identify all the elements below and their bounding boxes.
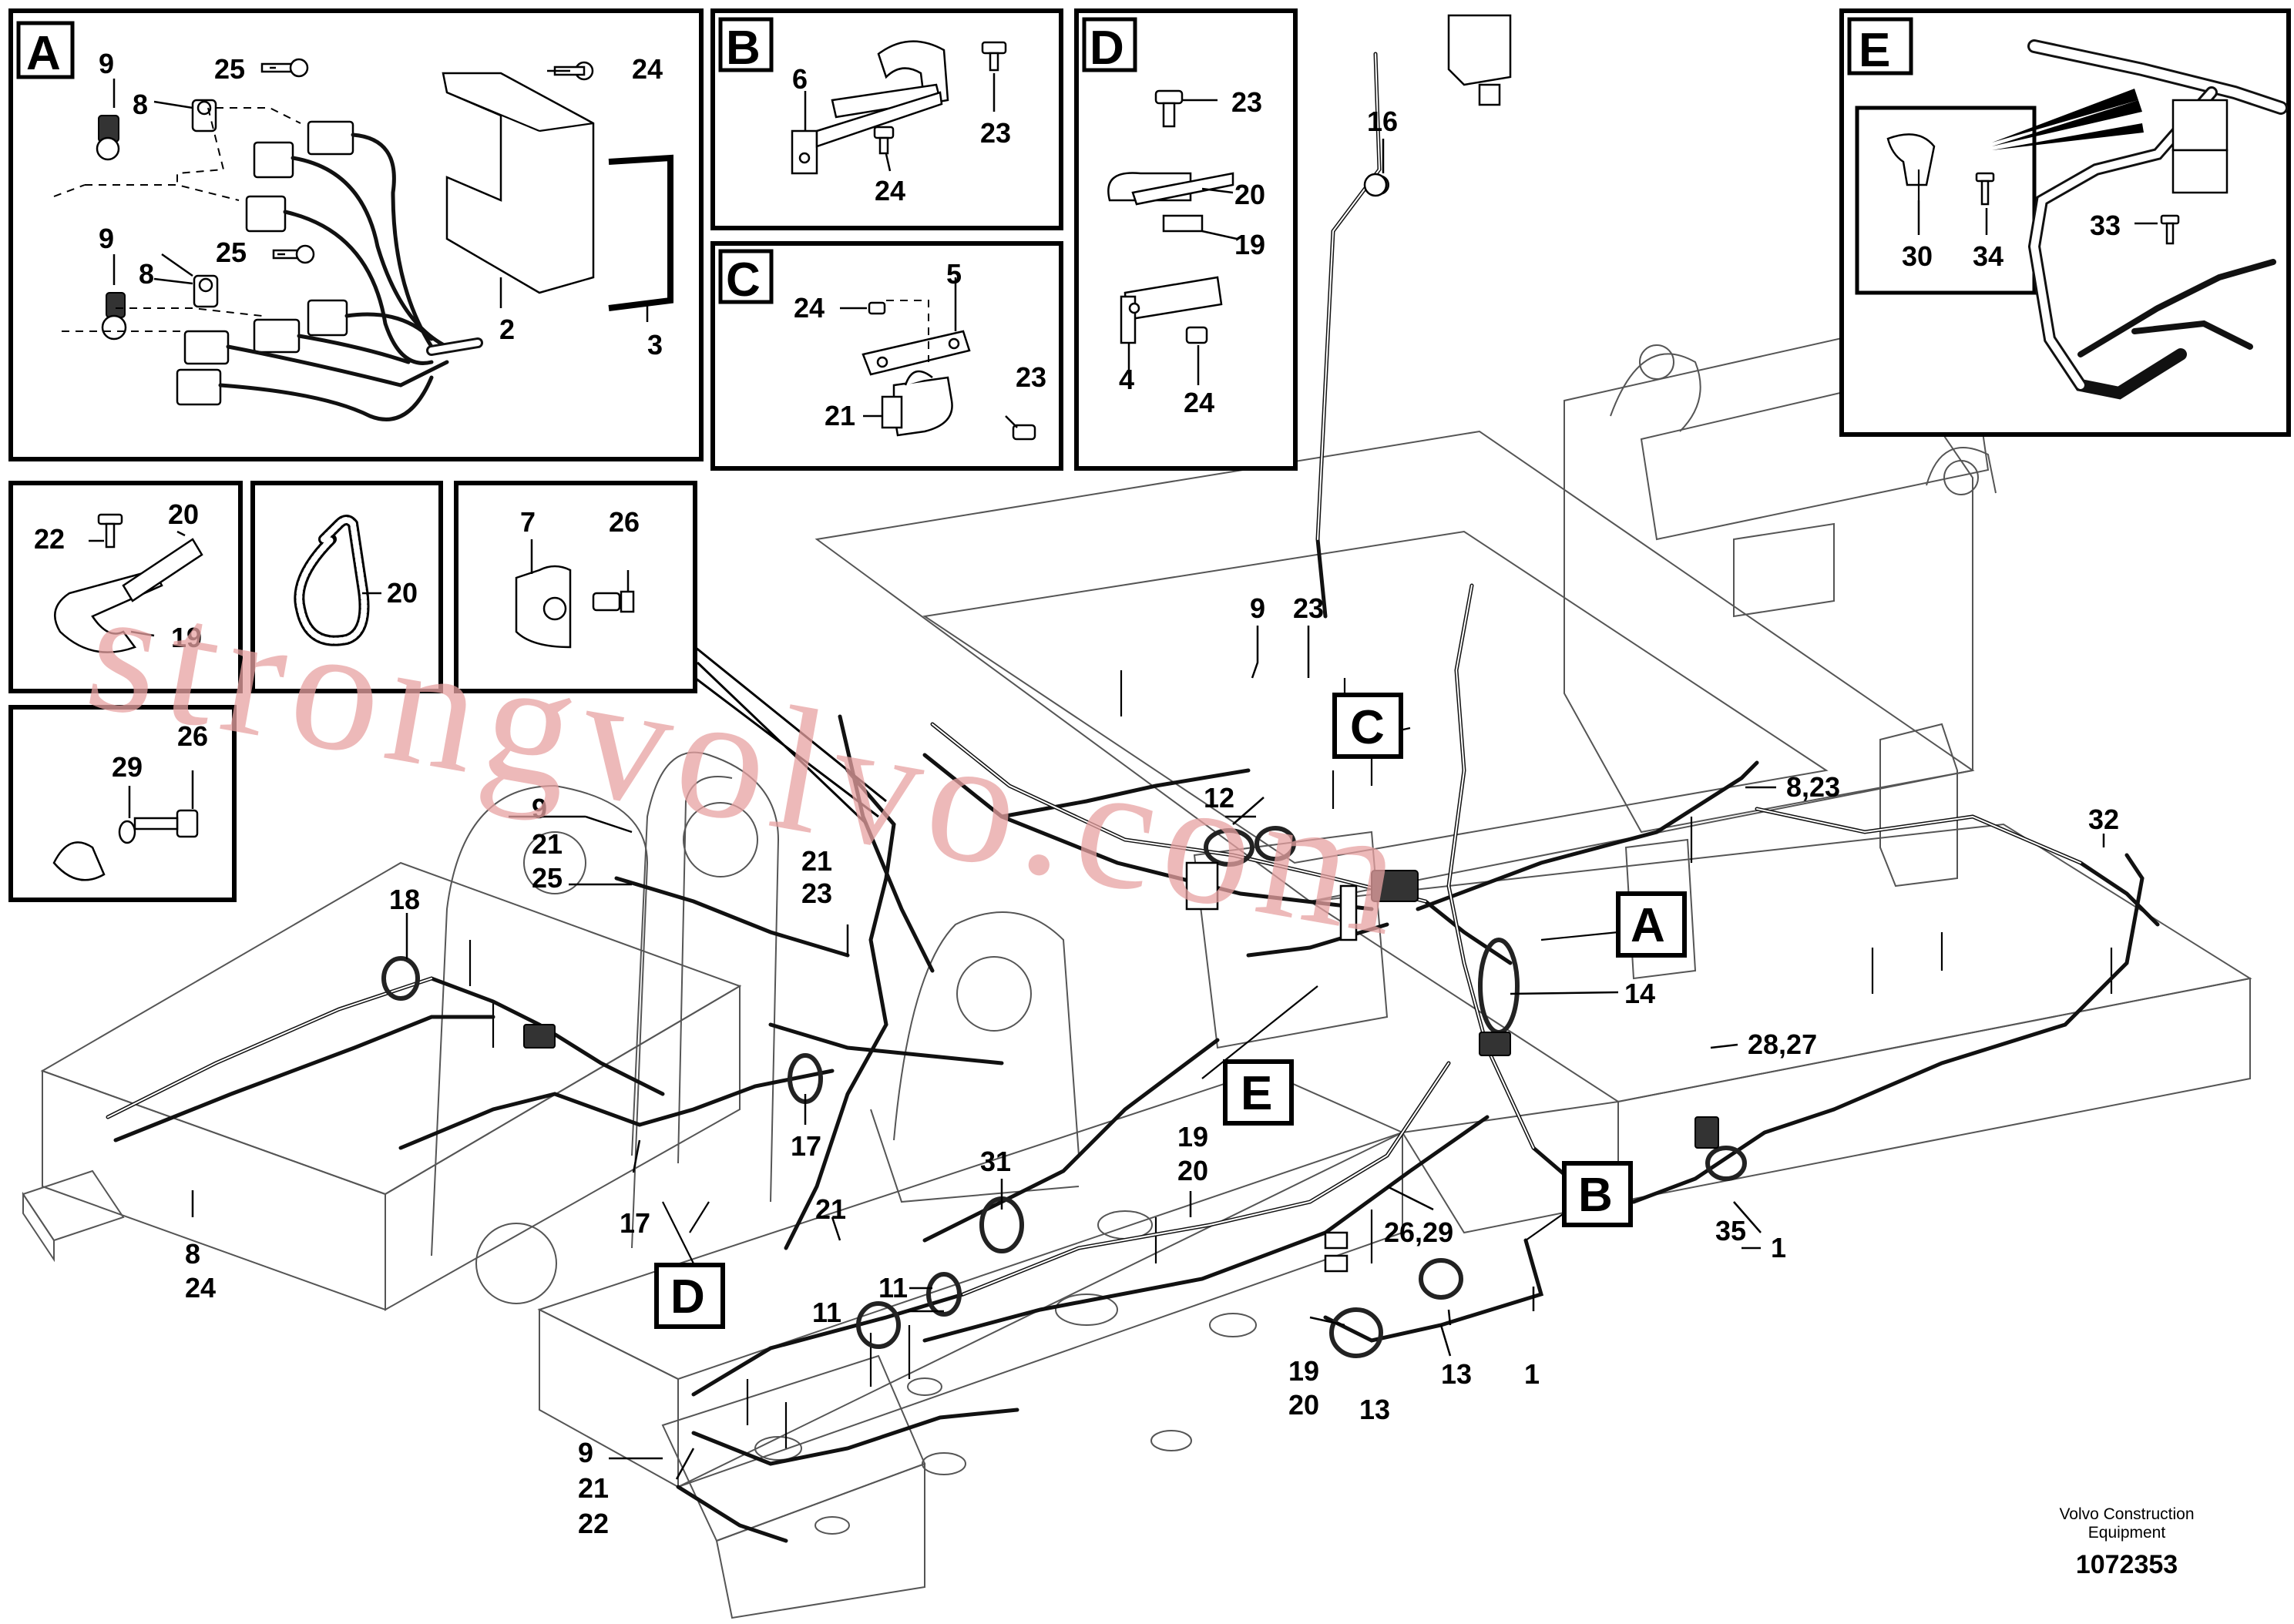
callout-d-4: 4	[1119, 364, 1134, 395]
wiring-harness	[106, 14, 2160, 1543]
callout-13-left: 13	[1359, 1394, 1390, 1425]
callout-a-9-bottom: 9	[99, 223, 114, 254]
inset-a-letter: A	[26, 27, 61, 80]
callout-11-right: 11	[878, 1272, 908, 1304]
callout-17-center: 17	[791, 1130, 821, 1162]
callout-c-23: 23	[1016, 361, 1046, 393]
inset-e-letter: E	[1859, 24, 1890, 77]
callout-c-24: 24	[794, 292, 825, 324]
inset-bolt: 29 26	[8, 705, 237, 902]
callout-clip-22: 22	[34, 523, 65, 555]
callout-1-bottom: 1	[1524, 1358, 1540, 1390]
callout-bolt-26: 26	[177, 720, 208, 752]
callout-20-lower: 20	[1288, 1389, 1319, 1421]
callout-bracket-7: 7	[520, 506, 536, 538]
inset-clip: 22 20 19	[8, 481, 243, 693]
callout-d-19: 19	[1234, 229, 1265, 260]
callout-20-center: 20	[1177, 1155, 1208, 1186]
callout-35: 35	[1715, 1215, 1746, 1247]
callout-19-center: 19	[1177, 1121, 1208, 1153]
company-label: Volvo Construction Equipment	[2011, 1505, 2242, 1542]
inset-c: C 24 5 23 21	[710, 241, 1063, 471]
callout-e-33: 33	[2090, 210, 2121, 241]
callout-d-20: 20	[1234, 179, 1265, 210]
box-a-letter: A	[1631, 899, 1665, 952]
callout-e-34: 34	[1973, 240, 2003, 272]
callout-e-30: 30	[1902, 240, 1933, 272]
callout-clip-19: 19	[171, 622, 202, 653]
main-label-boxes: C A E B D	[654, 693, 1687, 1329]
callout-a-2: 2	[499, 314, 515, 345]
company-line-2: Equipment	[2087, 1524, 2166, 1542]
callout-13-right: 13	[1441, 1358, 1472, 1390]
callout-bracket-26: 26	[609, 506, 640, 538]
box-c-letter: C	[1350, 701, 1385, 754]
callout-14: 14	[1624, 978, 1655, 1009]
company-line-1: Volvo Construction	[2059, 1505, 2195, 1523]
callout-b-23: 23	[980, 117, 1011, 149]
callout-8-step: 8	[185, 1238, 200, 1270]
callout-a-24: 24	[632, 53, 663, 85]
callout-25: 25	[532, 862, 563, 894]
document-number: 1072353	[2075, 1550, 2178, 1579]
callout-31: 31	[980, 1146, 1011, 1177]
callout-9-left: 9	[532, 793, 547, 824]
callout-21-left: 21	[532, 828, 563, 860]
inset-b-letter: B	[726, 22, 761, 75]
callout-tie-20: 20	[387, 577, 418, 609]
inset-tie: 20	[250, 481, 443, 693]
box-d-letter: D	[670, 1270, 705, 1324]
inset-b: B 6 23 24	[710, 8, 1063, 230]
callout-bolt-29: 29	[112, 751, 143, 783]
box-e-letter: E	[1241, 1067, 1272, 1120]
callout-21-lower: 21	[815, 1193, 846, 1225]
callout-a-25-top: 25	[214, 53, 245, 85]
callout-9-bottom: 9	[578, 1437, 593, 1468]
callout-23-mid: 23	[801, 877, 832, 909]
callout-16: 16	[1367, 106, 1398, 137]
callout-26-29: 26,29	[1384, 1216, 1453, 1248]
callout-d-24: 24	[1184, 387, 1214, 418]
inset-d: D 23 20 19 4 24	[1074, 8, 1298, 471]
watermark: strongvolvo.com	[75, 549, 1423, 974]
callout-b-24: 24	[875, 175, 905, 206]
callout-18: 18	[389, 884, 420, 915]
watermark-text: strongvolvo.com	[75, 549, 1423, 974]
inset-bracket: 7 26	[454, 481, 697, 693]
callout-21-bottom: 21	[578, 1472, 609, 1504]
callout-a-9-top: 9	[99, 48, 114, 79]
callout-11-left: 11	[812, 1297, 841, 1328]
callout-22-bottom: 22	[578, 1508, 609, 1539]
callout-d-23: 23	[1231, 86, 1262, 118]
box-b-letter: B	[1578, 1169, 1613, 1222]
callout-9-top: 9	[1250, 592, 1265, 624]
callout-a-8-top: 8	[133, 89, 148, 120]
callout-17-left: 17	[620, 1207, 650, 1239]
callout-24-step: 24	[185, 1272, 216, 1304]
callout-8-23: 8,23	[1786, 771, 1840, 803]
inset-c-letter: C	[726, 253, 761, 307]
callout-23-top: 23	[1293, 592, 1324, 624]
main-callouts: 16 9 23 8,23 12 9 21 25 21 23 18 14 32 2…	[185, 106, 2119, 1539]
callout-28-27: 28,27	[1748, 1028, 1817, 1060]
callout-b-6: 6	[792, 63, 808, 95]
inset-e: E 30 34 33	[1839, 8, 2291, 437]
callout-19-lower: 19	[1288, 1355, 1319, 1387]
callout-1-right: 1	[1771, 1232, 1786, 1263]
inset-a: A 9 25	[8, 8, 704, 461]
callout-a-3: 3	[647, 329, 663, 361]
callout-a-25-bottom: 25	[216, 237, 247, 268]
callout-a-8-bottom: 8	[139, 258, 154, 290]
callout-clip-20: 20	[168, 498, 199, 530]
callout-12: 12	[1204, 782, 1234, 814]
inset-d-letter: D	[1090, 22, 1124, 75]
callout-c-5: 5	[946, 258, 962, 290]
callout-32: 32	[2088, 804, 2119, 835]
callout-21-mid: 21	[801, 845, 832, 877]
callout-c-21: 21	[825, 400, 855, 431]
